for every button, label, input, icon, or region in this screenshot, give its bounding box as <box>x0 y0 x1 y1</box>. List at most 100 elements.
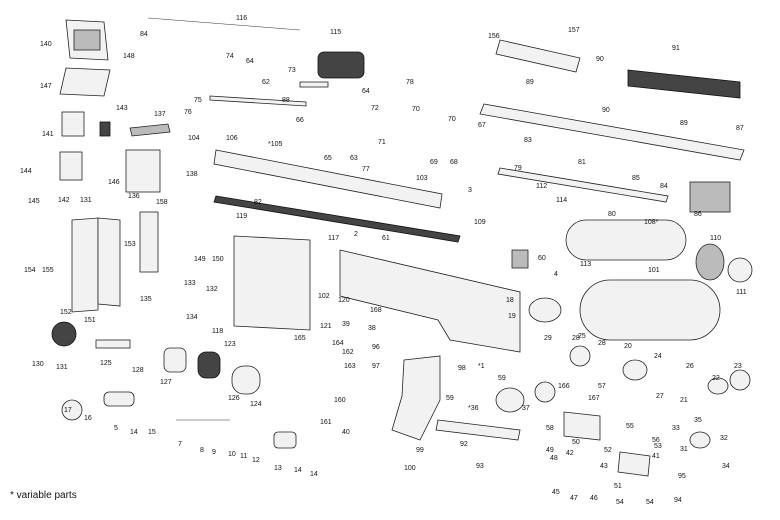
cap-126 <box>231 365 261 395</box>
part-label-58: 58 <box>546 425 554 432</box>
part-label-43: 43 <box>600 463 608 470</box>
sear-41 <box>617 451 651 477</box>
part-label-33: 33 <box>672 425 680 432</box>
part-label-68: 68 <box>450 159 458 166</box>
part-label-73: 73 <box>288 67 296 74</box>
part-label-53: 53 <box>654 443 662 450</box>
part-label-103: 103 <box>416 175 428 182</box>
part-label-25: 25 <box>578 333 586 340</box>
cap-111 <box>727 257 753 283</box>
rail-92 <box>435 419 521 441</box>
panel-141 <box>61 111 85 137</box>
pistol-grip <box>391 355 441 441</box>
part-label-54b: 54 <box>646 499 654 506</box>
part-label-22: 22 <box>712 375 720 382</box>
part-label-105: *105 <box>268 141 283 148</box>
part-label-47: 47 <box>570 495 578 502</box>
part-label-49: 49 <box>546 447 554 454</box>
part-label-67: 67 <box>478 122 486 129</box>
part-label-84a: 84 <box>140 31 148 38</box>
knob-130 <box>51 321 77 347</box>
part-label-166: 166 <box>558 383 570 390</box>
part-label-52: 52 <box>604 447 612 454</box>
part-label-156: 156 <box>488 33 500 40</box>
part-label-64b: 64 <box>362 88 370 95</box>
part-label-32: 32 <box>720 435 728 442</box>
part-label-28a: 28 <box>572 335 580 342</box>
part-label-127: 127 <box>160 379 172 386</box>
part-label-148: 148 <box>123 53 135 60</box>
part-label-115: 115 <box>330 29 341 36</box>
footnote: * variable parts <box>10 490 77 501</box>
part-label-146: 146 <box>108 179 120 186</box>
part-label-62: 62 <box>262 79 270 86</box>
tank-101 <box>579 279 721 341</box>
part-label-71: 71 <box>378 139 386 146</box>
part-label-87: 87 <box>736 125 744 132</box>
part-label-133: 133 <box>184 280 196 287</box>
part-label-112: 112 <box>536 183 547 190</box>
part-label-154: 154 <box>24 267 36 274</box>
part-label-34: 34 <box>722 463 730 470</box>
part-label-2: 2 <box>354 231 358 238</box>
part-label-59b: 59 <box>446 395 454 402</box>
part-label-165: 165 <box>294 335 306 342</box>
part-label-70a: 70 <box>412 106 420 113</box>
part-label-137: 137 <box>154 111 166 118</box>
part-label-15: 15 <box>148 429 156 436</box>
part-label-149: 149 <box>194 256 206 263</box>
part-label-142: 142 <box>58 197 70 204</box>
part-label-60: 60 <box>538 255 546 262</box>
regulator-110 <box>695 243 725 281</box>
part-label-80: 80 <box>608 211 616 218</box>
part-label-65: 65 <box>324 155 332 162</box>
part-label-153: 153 <box>124 241 136 248</box>
rail-62 <box>209 95 307 107</box>
part-label-152: 152 <box>60 309 72 316</box>
part-label-161: 161 <box>320 419 332 426</box>
part-label-128: 128 <box>132 367 144 374</box>
part-label-50: 50 <box>572 439 580 446</box>
part-label-126: 126 <box>228 395 240 402</box>
part-label-14a: 14 <box>130 429 138 436</box>
part-label-9: 9 <box>212 449 216 456</box>
bolt-127 <box>163 347 187 373</box>
part-label-16: 16 <box>84 415 92 422</box>
scope-mount-91 <box>627 69 741 99</box>
battery-pack <box>59 151 83 181</box>
part-label-66: 66 <box>296 117 304 124</box>
part-label-94: 94 <box>674 497 682 504</box>
part-label-157: 157 <box>568 27 580 34</box>
part-label-125: 125 <box>100 360 112 367</box>
pin-125 <box>95 339 131 349</box>
rail-83 <box>479 103 745 161</box>
switch-143 <box>99 121 111 137</box>
part-label-10: 10 <box>228 451 236 458</box>
part-label-144: 144 <box>20 168 32 175</box>
part-label-89a: 89 <box>526 79 534 86</box>
part-label-82: 82 <box>254 199 262 206</box>
part-label-90a: 90 <box>596 56 604 63</box>
nozzle-19 <box>528 297 562 323</box>
part-label-48: 48 <box>550 455 558 462</box>
part-label-84b: 84 <box>660 183 668 190</box>
part-label-55: 55 <box>626 423 634 430</box>
part-label-54a: 54 <box>616 499 624 506</box>
part-label-164: 164 <box>332 340 344 347</box>
part-label-70b: 70 <box>448 116 456 123</box>
part-label-96: 96 <box>372 344 380 351</box>
part-label-81: 81 <box>578 159 586 166</box>
part-label-151: 151 <box>84 317 96 324</box>
part-label-75: 75 <box>194 97 202 104</box>
part-label-163: 163 <box>344 363 356 370</box>
ring-166 <box>534 381 556 403</box>
bar-88 <box>299 81 329 88</box>
part-label-63: 63 <box>350 155 358 162</box>
part-label-141: 141 <box>42 131 54 138</box>
spring-123 <box>197 351 221 379</box>
part-label-116: 116 <box>236 15 247 22</box>
part-label-5: 5 <box>114 425 118 432</box>
part-label-124: 124 <box>250 401 262 408</box>
barrel-103 <box>213 149 443 209</box>
part-label-113: 113 <box>580 261 591 268</box>
